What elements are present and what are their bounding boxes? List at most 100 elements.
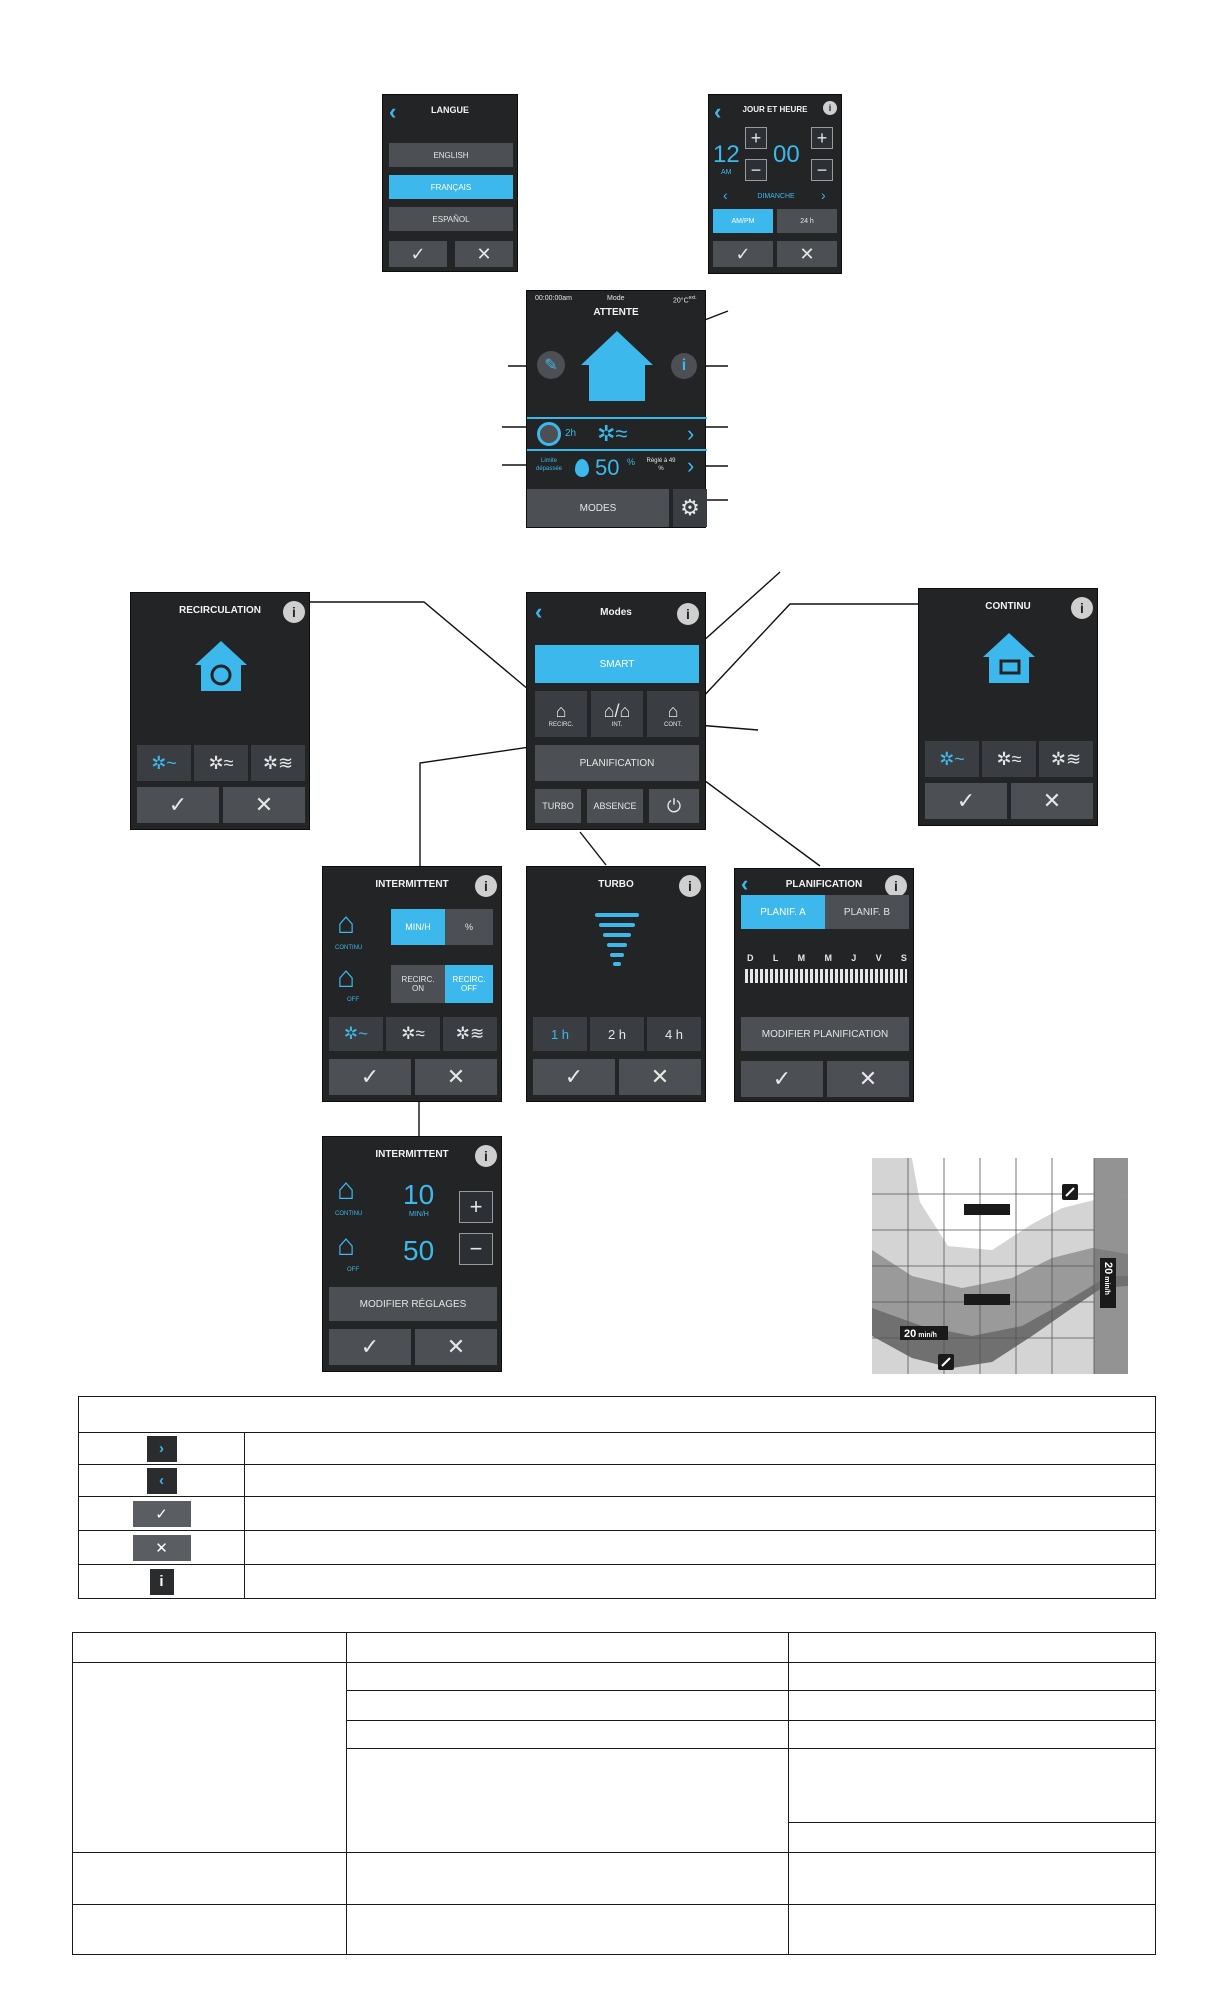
- recirc-label: RECIRC.: [548, 721, 574, 728]
- fan-high-button[interactable]: ✲≋: [251, 745, 305, 781]
- confirm-button[interactable]: ✓: [137, 787, 219, 823]
- fan-low-button[interactable]: ✲~: [329, 1017, 383, 1051]
- day-label: L: [772, 953, 779, 963]
- confirm-button[interactable]: ✓: [389, 241, 447, 267]
- info-icon[interactable]: i: [283, 601, 305, 623]
- absence-button[interactable]: ABSENCE: [587, 789, 643, 823]
- fan-low-button[interactable]: ✲~: [137, 745, 191, 781]
- fan-medium-button[interactable]: ✲≈: [386, 1017, 440, 1051]
- on-minutes-value: 10: [403, 1179, 435, 1210]
- confirm-button[interactable]: ✓: [713, 241, 773, 267]
- filter-label: Limite dépassée: [535, 458, 563, 472]
- info-icon[interactable]: i: [1071, 597, 1093, 619]
- schedule-label-right-value: 20: [1102, 1262, 1114, 1274]
- modify-settings-button[interactable]: MODIFIER RÉGLAGES: [329, 1287, 497, 1321]
- day-next-icon[interactable]: ›: [821, 187, 826, 203]
- legend-row: i: [78, 1564, 1156, 1599]
- hour-plus-button[interactable]: +: [745, 127, 767, 149]
- day-prev-icon[interactable]: ‹: [723, 187, 728, 203]
- table-row: [72, 1662, 1156, 1853]
- power-icon[interactable]: ⏻: [649, 789, 699, 823]
- duration-4h-button[interactable]: 4 h: [647, 1017, 701, 1051]
- fan-low-button[interactable]: ✲~: [925, 741, 979, 777]
- recirc-mode-button[interactable]: ⌂ RECIRC.: [535, 691, 587, 737]
- continu-title: CONTINU: [985, 601, 1031, 612]
- confirm-button[interactable]: ✓: [329, 1059, 411, 1095]
- plus-button[interactable]: +: [459, 1191, 493, 1223]
- cancel-button[interactable]: ✕: [415, 1329, 497, 1365]
- timer-icon[interactable]: [537, 422, 561, 446]
- confirm-button[interactable]: ✓: [329, 1329, 411, 1365]
- table-row: [73, 1720, 1156, 1749]
- min-h-button[interactable]: MIN/H: [391, 909, 445, 945]
- info-icon[interactable]: i: [475, 875, 497, 897]
- confirm-button[interactable]: ✓: [925, 783, 1007, 819]
- back-icon[interactable]: ‹: [741, 871, 749, 896]
- cont-mode-button[interactable]: ⌂ CONT.: [647, 691, 699, 737]
- chevron-right-icon[interactable]: ›: [687, 453, 695, 478]
- fan-high-button[interactable]: ✲≋: [1039, 741, 1093, 777]
- cancel-button[interactable]: ✕: [1011, 783, 1093, 819]
- smart-button[interactable]: SMART: [535, 645, 699, 683]
- turbo-tornado-icon: [595, 913, 639, 966]
- back-icon[interactable]: ‹: [389, 99, 397, 124]
- humidity-unit: %: [627, 457, 636, 467]
- humidity-setpoint: Réglé à 49 %: [646, 458, 676, 472]
- info-icon[interactable]: i: [679, 875, 701, 897]
- off-minutes-value: 50: [403, 1235, 435, 1266]
- int-mode-button[interactable]: ⌂/⌂ INT.: [591, 691, 643, 737]
- info-icon[interactable]: i: [885, 875, 907, 897]
- confirm-button[interactable]: ✓: [533, 1059, 615, 1095]
- fan-speed-icon: ✲≈: [597, 421, 628, 446]
- cancel-button[interactable]: ✕: [223, 787, 305, 823]
- table-row: [72, 1852, 1156, 1905]
- cancel-button[interactable]: ✕: [455, 241, 513, 267]
- back-icon[interactable]: ‹: [535, 599, 543, 624]
- format-24h-button[interactable]: 24 h: [777, 209, 837, 233]
- duration-2h-button[interactable]: 2 h: [590, 1017, 644, 1051]
- fan-medium-button[interactable]: ✲≈: [194, 745, 248, 781]
- cancel-button[interactable]: ✕: [619, 1059, 701, 1095]
- cancel-button[interactable]: ✕: [827, 1061, 909, 1097]
- intermittent-title: INTERMITTENT: [375, 1149, 449, 1160]
- schedule-bars[interactable]: [745, 969, 907, 983]
- cancel-button[interactable]: ✕: [415, 1059, 497, 1095]
- format-ampm-button[interactable]: AM/PM: [713, 209, 773, 233]
- cancel-button[interactable]: ✕: [777, 241, 837, 267]
- recirc-on-button[interactable]: RECIRC. ON: [391, 965, 445, 1003]
- intermittent-settings-screen: INTERMITTENT i ⌂ CONTINU 10 MIN/H + ⌂ OF…: [322, 1136, 502, 1372]
- back-icon[interactable]: ‹: [714, 99, 722, 124]
- recirc-off-button[interactable]: RECIRC. OFF: [445, 965, 493, 1003]
- modes-button[interactable]: MODES: [527, 489, 669, 527]
- minute-minus-button[interactable]: −: [811, 159, 833, 181]
- turbo-button[interactable]: TURBO: [535, 789, 581, 823]
- close-icon: ✕: [132, 1534, 191, 1561]
- percent-button[interactable]: %: [445, 909, 493, 945]
- planif-b-tab[interactable]: PLANIF. B: [825, 895, 909, 929]
- continu-label: CONTINU: [335, 1211, 363, 1217]
- language-espanol-button[interactable]: ESPAÑOL: [389, 207, 513, 231]
- fan-medium-button[interactable]: ✲≈: [982, 741, 1036, 777]
- language-english-button[interactable]: ENGLISH: [389, 143, 513, 167]
- info-icon[interactable]: i: [475, 1145, 497, 1167]
- day-value: DIMANCHE: [757, 193, 795, 200]
- settings-wrench-icon[interactable]: ✎: [537, 351, 565, 379]
- modify-schedule-button[interactable]: MODIFIER PLANIFICATION: [741, 1017, 909, 1051]
- minute-plus-button[interactable]: +: [811, 127, 833, 149]
- language-francais-button[interactable]: FRANÇAIS: [389, 175, 513, 199]
- duration-1h-button[interactable]: 1 h: [533, 1017, 587, 1051]
- info-icon[interactable]: i: [677, 603, 699, 625]
- info-icon[interactable]: i: [671, 353, 697, 379]
- fan-high-button[interactable]: ✲≋: [443, 1017, 497, 1051]
- state-title: ATTENTE: [593, 307, 639, 318]
- hour-minus-button[interactable]: −: [745, 159, 767, 181]
- info-icon[interactable]: i: [823, 101, 837, 115]
- planification-button[interactable]: PLANIFICATION: [535, 745, 699, 781]
- confirm-button[interactable]: ✓: [741, 1061, 823, 1097]
- chevron-right-icon[interactable]: ›: [687, 421, 695, 446]
- gear-icon[interactable]: ⚙: [673, 489, 707, 527]
- turbo-screen: TURBO i 1 h 2 h 4 h ✓ ✕: [526, 866, 706, 1102]
- recirculation-title: RECIRCULATION: [178, 605, 262, 616]
- planif-a-tab[interactable]: PLANIF. A: [741, 895, 825, 929]
- minus-button[interactable]: −: [459, 1233, 493, 1265]
